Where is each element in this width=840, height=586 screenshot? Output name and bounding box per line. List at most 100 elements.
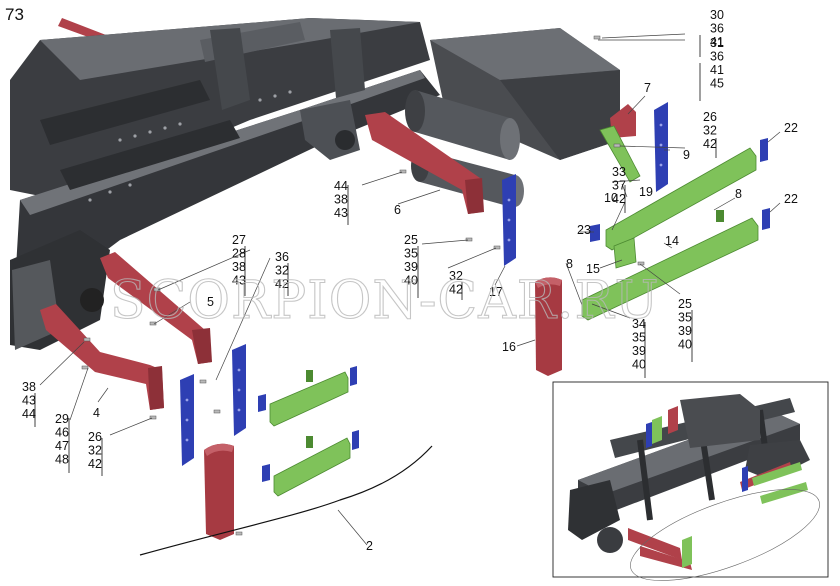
callout-number: 47 (55, 439, 69, 453)
callout-number: 36 (710, 50, 724, 64)
callout-c17: 17 (489, 285, 503, 299)
callout-number: 39 (404, 260, 418, 274)
callout-number: 41 (710, 63, 724, 77)
callout-number: 22 (784, 192, 798, 206)
callout-number: 29 (55, 412, 69, 426)
callout-c8b: 8 (566, 257, 573, 271)
callout-number: 38 (334, 193, 348, 207)
callout-number: 42 (275, 277, 289, 291)
callout-number: 32 (703, 124, 717, 138)
callout-number: 33 (612, 165, 626, 179)
callout-number: 17 (489, 285, 503, 299)
callout-number: 37 (612, 179, 626, 193)
callout-number: 40 (632, 358, 646, 372)
callout-number: 38 (232, 260, 246, 274)
leader-lines (39, 33, 781, 546)
inset-overview (552, 381, 829, 581)
callout-number: 6 (394, 203, 401, 217)
callout-number: 26 (88, 430, 102, 444)
callout-number: 31 (710, 36, 724, 50)
callout-number: 46 (55, 426, 69, 440)
callout-number: 14 (665, 234, 679, 248)
callout-number: 28 (232, 247, 246, 261)
callout-c8a: 8 (735, 187, 742, 201)
watermark: SCORPION-CAR.RU (110, 271, 659, 331)
callout-number: 48 (55, 453, 69, 467)
callout-c4: 4 (93, 406, 100, 420)
callout-number: 4 (93, 406, 100, 420)
bolts (81, 35, 645, 536)
callout-number: 44 (22, 407, 36, 421)
callout-number: 2 (366, 539, 373, 553)
page-number: 73 (5, 5, 24, 24)
callout-c7: 7 (644, 81, 651, 95)
callout-number: 32 (449, 269, 463, 283)
callout-number: 16 (502, 340, 516, 354)
callout-number: 35 (678, 311, 692, 325)
red-mudguards (204, 277, 562, 540)
callout-c14: 14 (665, 234, 679, 248)
callout-number: 42 (88, 457, 102, 471)
callout-c15: 15 (586, 262, 600, 276)
callout-number: 39 (678, 324, 692, 338)
callout-number: 38 (22, 380, 36, 394)
callout-number: 23 (577, 223, 591, 237)
callout-c19: 19 (639, 185, 653, 199)
callout-number: 35 (404, 247, 418, 261)
callout-number: 42 (449, 283, 463, 297)
callout-c22b: 22 (784, 192, 798, 206)
callout-c22a: 22 (784, 121, 798, 135)
callout-number: 34 (632, 317, 646, 331)
green-side-guards (269, 125, 759, 497)
battery-box (430, 28, 620, 160)
callout-number: 36 (710, 22, 724, 36)
callout-number: 9 (683, 148, 690, 162)
callout-number: 32 (88, 444, 102, 458)
callout-number: 32 (275, 264, 289, 278)
callout-number: 39 (632, 344, 646, 358)
red-brackets (40, 104, 636, 410)
callout-number: 35 (632, 331, 646, 345)
chassis-frame (10, 18, 440, 350)
callout-number: 40 (678, 338, 692, 352)
callout-number: 44 (334, 179, 348, 193)
callout-c9: 9 (683, 148, 690, 162)
callout-number: 8 (735, 187, 742, 201)
callout-number: 25 (678, 297, 692, 311)
callout-c23: 23 (577, 223, 591, 237)
callout-number: 42 (612, 192, 626, 206)
callout-number: 41 (710, 35, 724, 49)
callout-number: 43 (232, 274, 246, 288)
callout-number: 30 (710, 8, 724, 22)
callout-number: 43 (334, 206, 348, 220)
callout-number: 7 (644, 81, 651, 95)
cable-part-2 (139, 445, 433, 556)
callout-c2: 2 (366, 539, 373, 553)
callout-separators (34, 35, 717, 476)
callout-c6: 6 (394, 203, 401, 217)
callout-c16: 16 (502, 340, 516, 354)
callout-number: 19 (639, 185, 653, 199)
callout-number: 25 (404, 233, 418, 247)
callout-number: 22 (784, 121, 798, 135)
callout-number: 10 (604, 191, 618, 205)
callout-number: 42 (703, 137, 717, 151)
callout-number: 8 (566, 257, 573, 271)
callout-number: 26 (703, 110, 717, 124)
